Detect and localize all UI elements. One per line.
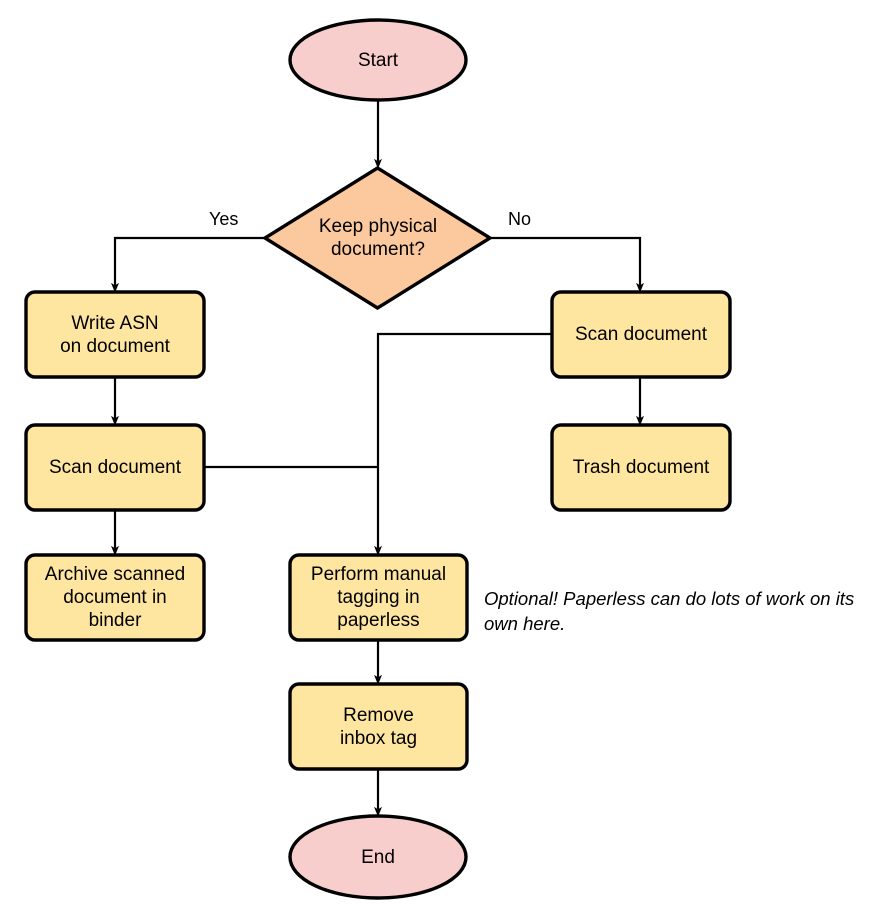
edge-scan-right-to-manual-tagging <box>374 332 552 556</box>
node-scan-document-left[interactable] <box>24 423 206 512</box>
edge-decision-no-to-scan-right <box>490 236 644 293</box>
node-trash-document[interactable] <box>550 423 732 512</box>
node-write-asn[interactable] <box>24 290 206 379</box>
edge-label-yes: Yes <box>209 209 239 229</box>
edge-label-no: No <box>508 209 532 229</box>
optional-note: Optional! Paperless can do lots of work … <box>484 588 855 634</box>
node-scan-document-right[interactable] <box>550 290 732 379</box>
node-start[interactable] <box>288 18 468 102</box>
node-remove-inbox-tag[interactable] <box>288 682 469 771</box>
node-manual-tagging[interactable] <box>288 553 469 642</box>
node-keep-physical-document[interactable] <box>261 165 494 311</box>
connector-layer: Write ASN on document --> Scan document … <box>111 101 644 817</box>
node-archive-binder[interactable] <box>24 553 206 642</box>
node-end[interactable] <box>288 814 468 900</box>
edge-decision-yes-to-write-asn <box>111 236 265 293</box>
